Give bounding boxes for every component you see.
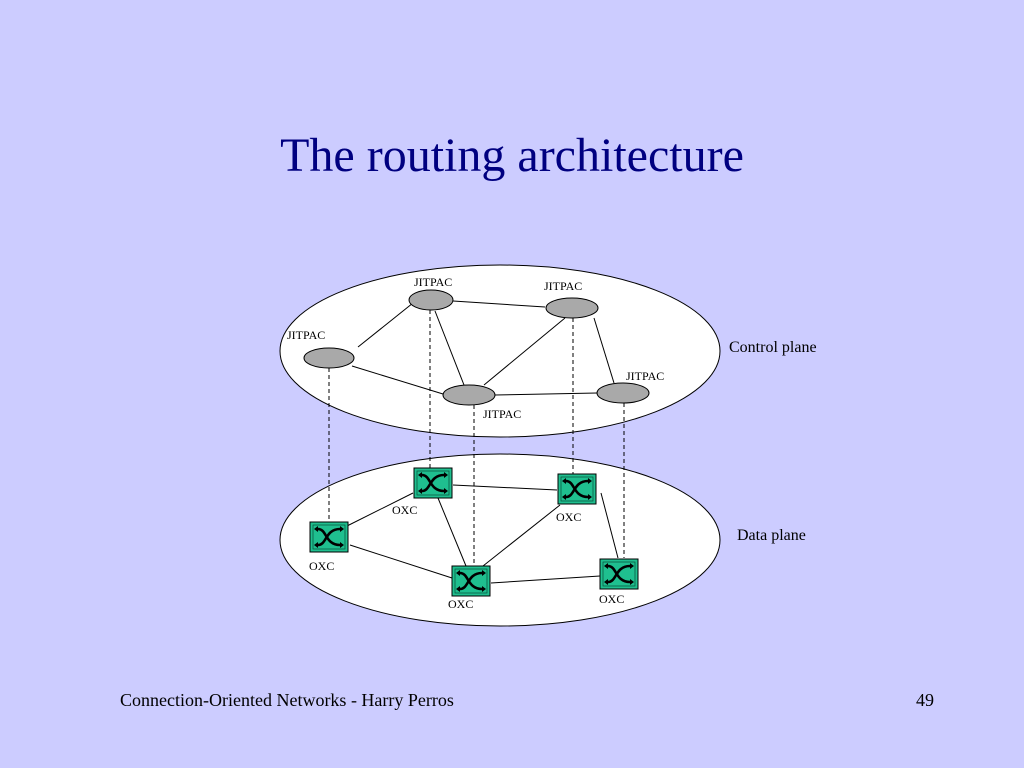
- oxc-label: OXC: [309, 559, 334, 573]
- oxc-label: OXC: [556, 510, 581, 524]
- oxc-label: OXC: [392, 503, 417, 517]
- data-link: [349, 544, 453, 579]
- data-link: [482, 504, 561, 567]
- oxc-switch-icon: [556, 472, 598, 506]
- data-plane-label: Data plane: [737, 527, 806, 544]
- footer-credit: Connection-Oriented Networks - Harry Per…: [120, 690, 454, 710]
- control-link: [351, 365, 444, 395]
- data-link: [344, 492, 414, 528]
- control-link: [434, 310, 465, 386]
- jitpac-node: [596, 382, 650, 404]
- jitpac-label: JITPAC: [626, 369, 664, 383]
- jitpac-label: JITPAC: [287, 328, 325, 342]
- data-link: [452, 484, 558, 491]
- control-link: [494, 392, 598, 396]
- control-link: [483, 317, 566, 386]
- control-plane-links: [351, 300, 615, 396]
- control-link: [452, 300, 546, 308]
- control-plane-label: Control plane: [729, 339, 817, 356]
- oxc-label: OXC: [599, 592, 624, 606]
- oxc-switch-icon: [598, 557, 640, 591]
- plane-correspondence-lines: [328, 310, 625, 566]
- data-link: [490, 575, 601, 584]
- data-plane-links: [344, 484, 619, 584]
- jitpac-node: [545, 297, 599, 319]
- data-link: [600, 492, 619, 559]
- oxc-switch-icon: [308, 520, 350, 554]
- slide-title: The routing architecture: [280, 129, 744, 182]
- jitpac-node: [408, 289, 454, 311]
- jitpac-label: JITPAC: [414, 275, 452, 289]
- page-number: 49: [916, 690, 934, 710]
- jitpac-label: JITPAC: [544, 279, 582, 293]
- jitpac-label: JITPAC: [483, 407, 521, 421]
- control-link: [357, 302, 414, 348]
- oxc-switch-icon: [450, 564, 492, 598]
- data-link: [437, 497, 467, 567]
- jitpac-node: [442, 384, 496, 406]
- jitpac-node: [303, 347, 355, 369]
- oxc-switch-icon: [412, 466, 454, 500]
- oxc-label: OXC: [448, 597, 473, 611]
- control-link: [593, 317, 615, 384]
